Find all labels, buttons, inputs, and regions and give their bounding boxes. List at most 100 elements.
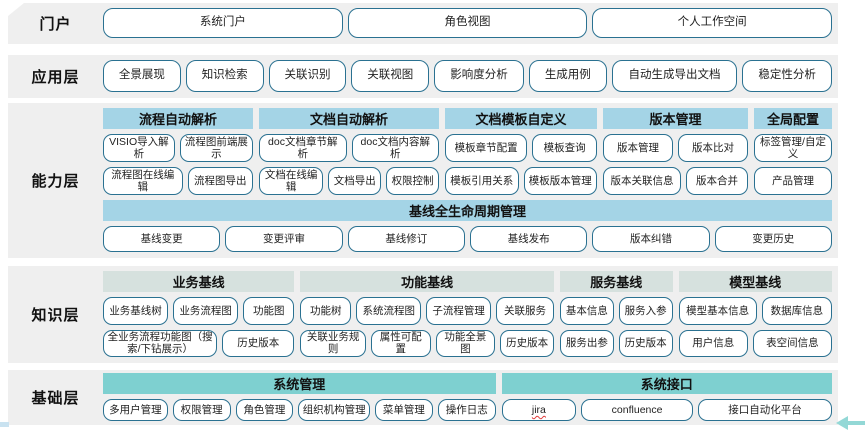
item-button[interactable]: 标签管理/自定义 xyxy=(754,134,832,162)
item-button[interactable]: 全业务流程功能图（搜索/下钻展示） xyxy=(103,329,218,357)
button-row: 多用户管理权限管理角色管理组织机构管理菜单管理操作日志 xyxy=(103,399,496,421)
group-capability-4: 全局配置标签管理/自定义产品管理 xyxy=(754,108,832,195)
item-button[interactable]: 多用户管理 xyxy=(103,399,168,421)
item-button[interactable]: 模板引用关系 xyxy=(445,167,519,195)
button-row: 业务基线树业务流程图功能图 xyxy=(103,297,295,325)
button-row: 关联业务规则属性可配置功能全景图历史版本 xyxy=(300,329,554,357)
group-capability-2: 文档模板自定义模板章节配置模板查询模板引用关系模板版本管理 xyxy=(445,108,597,195)
item-button[interactable]: 关联识别 xyxy=(268,60,347,92)
item-button[interactable]: 变更评审 xyxy=(225,226,343,252)
item-button[interactable]: 服务出参 xyxy=(560,329,614,357)
item-button[interactable]: 版本关联信息 xyxy=(603,167,681,195)
item-button[interactable]: 功能图 xyxy=(243,297,295,325)
item-button[interactable]: 历史版本 xyxy=(222,329,295,357)
item-button-label: jira xyxy=(531,403,546,416)
button-row: 功能树系统流程图子流程管理关联服务 xyxy=(300,297,555,325)
item-button[interactable]: 权限控制 xyxy=(386,167,439,195)
item-button-label: 流程图前端展示 xyxy=(184,135,248,160)
item-button[interactable]: VISIO导入解析 xyxy=(103,134,175,162)
item-button[interactable]: 服务入参 xyxy=(618,297,673,325)
item-button[interactable]: 基本信息 xyxy=(560,297,614,325)
item-button-label: 版本合并 xyxy=(696,174,738,187)
item-button[interactable]: 个人工作空间 xyxy=(592,8,833,38)
item-button-label: 版本纠错 xyxy=(629,232,672,245)
item-button[interactable]: 版本比对 xyxy=(678,134,748,162)
item-button-label: 标签管理/自定义 xyxy=(760,135,826,160)
item-button[interactable]: 知识检索 xyxy=(185,60,264,92)
item-button-label: 版本关联信息 xyxy=(610,174,674,187)
button-row: 产品管理 xyxy=(754,167,832,195)
item-button[interactable]: 关联视图 xyxy=(351,60,430,92)
item-button[interactable]: doc文档内容解析 xyxy=(351,134,439,162)
item-button[interactable]: 属性可配置 xyxy=(370,329,431,357)
item-button[interactable]: 模板版本管理 xyxy=(523,167,597,195)
item-button-label: 稳定性分析 xyxy=(758,69,816,82)
item-button[interactable]: 稳定性分析 xyxy=(742,60,833,92)
item-button[interactable]: 业务基线树 xyxy=(103,297,169,325)
item-button[interactable]: doc文档章节解析 xyxy=(259,134,347,162)
item-button[interactable]: 版本纠错 xyxy=(592,226,710,252)
item-button-label: 操作日志 xyxy=(445,403,488,416)
item-button[interactable]: 历史版本 xyxy=(500,329,554,357)
item-button[interactable]: 基线修订 xyxy=(347,226,465,252)
item-button[interactable]: 业务流程图 xyxy=(173,297,239,325)
button-row: VISIO导入解析流程图前端展示 xyxy=(103,134,253,162)
item-button[interactable]: 系统门户 xyxy=(103,8,343,38)
item-button[interactable]: 生成用例 xyxy=(528,60,607,92)
item-button[interactable]: 版本管理 xyxy=(603,134,673,162)
item-button[interactable]: 基线变更 xyxy=(103,226,221,252)
item-button[interactable]: 菜单管理 xyxy=(375,399,433,421)
item-button[interactable]: 流程图前端展示 xyxy=(179,134,253,162)
group-foundation-0: 系统管理多用户管理权限管理角色管理组织机构管理菜单管理操作日志 xyxy=(103,373,496,421)
item-button[interactable]: 关联服务 xyxy=(496,297,555,325)
knowledge-content: 业务基线业务基线树业务流程图功能图全业务流程功能图（搜索/下钻展示）历史版本功能… xyxy=(103,266,838,363)
item-button[interactable]: 系统流程图 xyxy=(356,297,422,325)
layer-band-portal: 门户 系统门户角色视图个人工作空间 xyxy=(8,3,838,44)
item-button[interactable]: 表空间信息 xyxy=(752,329,832,357)
item-button-label: 版本管理 xyxy=(617,141,659,154)
item-button[interactable]: 文档导出 xyxy=(328,167,382,195)
item-button[interactable]: 模板章节配置 xyxy=(445,134,528,162)
item-button[interactable]: 子流程管理 xyxy=(426,297,492,325)
item-button[interactable]: 组织机构管理 xyxy=(298,399,371,421)
group-header-1: 系统接口 xyxy=(501,373,832,394)
item-button-label: 变更评审 xyxy=(262,232,305,245)
item-button[interactable]: 功能树 xyxy=(300,297,352,325)
portal-content: 系统门户角色视图个人工作空间 xyxy=(103,3,838,44)
item-button[interactable]: confluence xyxy=(581,399,693,421)
group-header: 系统管理 xyxy=(103,373,496,394)
item-button[interactable]: 权限管理 xyxy=(172,399,231,421)
item-button[interactable]: 角色管理 xyxy=(235,399,294,421)
item-button[interactable]: 基线发布 xyxy=(469,226,588,252)
item-button-label: 关联服务 xyxy=(504,304,547,317)
item-button[interactable]: 版本合并 xyxy=(686,167,748,195)
item-button-label: 表空间信息 xyxy=(766,337,819,350)
item-button[interactable]: 历史版本 xyxy=(618,329,673,357)
item-button[interactable]: 关联业务规则 xyxy=(300,329,366,357)
item-button[interactable]: 操作日志 xyxy=(437,399,496,421)
item-button[interactable]: 流程图导出 xyxy=(187,167,253,195)
item-button[interactable]: jira xyxy=(501,399,577,421)
button-row: 版本关联信息 版本合并 xyxy=(603,167,748,195)
item-button-label: 模板章节配置 xyxy=(454,141,518,154)
item-button[interactable]: 模型基本信息 xyxy=(678,297,757,325)
item-button-label: 属性可配置 xyxy=(379,331,422,356)
layer-band-application: 应用层 全景展现知识检索关联识别关联视图影响度分析生成用例自动生成导出文档稳定性… xyxy=(8,55,838,98)
group-header-1: 功能基线 xyxy=(300,271,555,292)
group-knowledge-0: 业务基线业务基线树业务流程图功能图全业务流程功能图（搜索/下钻展示）历史版本 xyxy=(103,271,295,357)
item-button[interactable]: 流程图在线编辑 xyxy=(103,167,183,195)
item-button[interactable]: 接口自动化平台 xyxy=(697,399,832,421)
item-button[interactable]: 数据库信息 xyxy=(761,297,832,325)
group-header-3: 模型基线 xyxy=(678,271,832,292)
item-button[interactable]: 角色视图 xyxy=(347,8,588,38)
item-button[interactable]: 全景展现 xyxy=(103,60,181,92)
item-button[interactable]: 模板查询 xyxy=(532,134,597,162)
item-button[interactable]: 用户信息 xyxy=(678,329,748,357)
item-button[interactable]: 产品管理 xyxy=(754,167,832,195)
item-button[interactable]: 影响度分析 xyxy=(434,60,524,92)
item-button[interactable]: 文档在线编辑 xyxy=(259,167,324,195)
item-button[interactable]: 自动生成导出文档 xyxy=(611,60,738,92)
item-button[interactable]: 功能全景图 xyxy=(435,329,496,357)
item-button[interactable]: 变更历史 xyxy=(714,226,832,252)
